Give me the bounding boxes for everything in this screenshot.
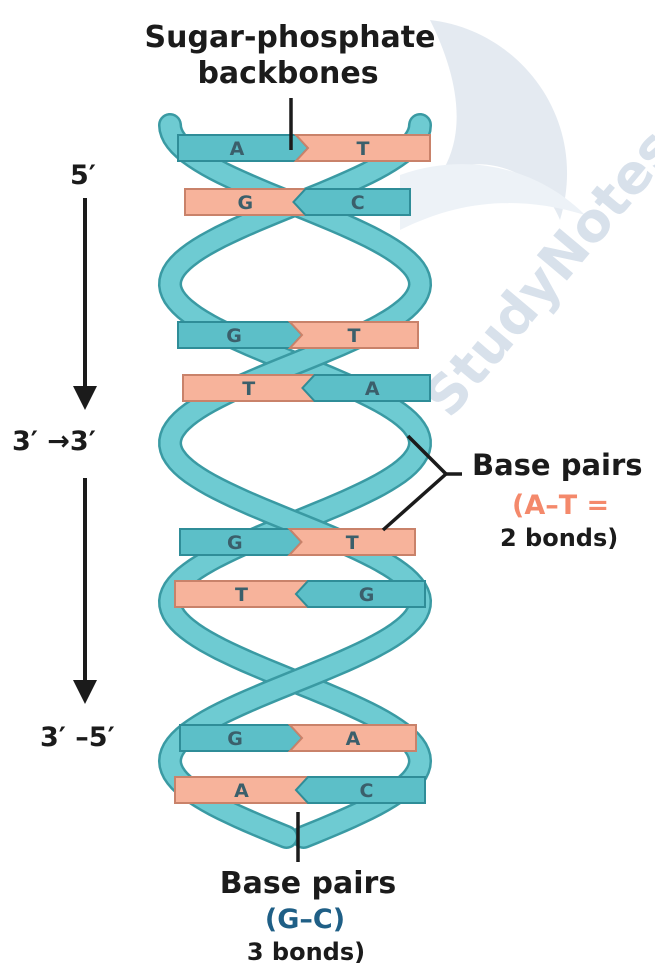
base-right-letter: C <box>360 780 374 802</box>
watermark: StudyNotes <box>400 20 655 428</box>
base-left-letter: G <box>227 728 243 750</box>
base-pairs-label-right: Base pairs <box>472 448 643 482</box>
at-bonds-label: 2 bonds) <box>500 524 618 552</box>
base-left-letter: A <box>230 138 245 160</box>
base-left-letter: T <box>242 378 255 400</box>
base-pairs-label-bottom: Base pairs <box>220 866 396 901</box>
three-to-three-label: 3′ →3′ <box>12 426 96 457</box>
three-five-label: 3′ –5′ <box>40 722 115 753</box>
gc-note-label: (G–C) <box>265 904 345 935</box>
base-right-letter: A <box>346 728 361 750</box>
five-prime-label: 5′ <box>70 160 96 191</box>
base-right-letter: T <box>348 325 361 347</box>
base-left-letter: A <box>234 780 249 802</box>
title-line-1: Sugar-phosphate <box>145 20 436 55</box>
title-line-2: backbones <box>197 56 378 91</box>
arrow-lower-head <box>73 680 97 704</box>
gc-bonds-label: 3 bonds) <box>247 938 365 966</box>
arrow-upper-head <box>73 386 97 410</box>
base-right-letter: G <box>359 584 375 606</box>
base-right-letter: T <box>346 532 359 554</box>
base-left-letter: T <box>235 584 248 606</box>
base-left-letter: G <box>227 532 243 554</box>
base-right-letter: T <box>357 138 370 160</box>
at-note-label: (A–T = <box>512 490 609 521</box>
base-left-letter: G <box>226 325 242 347</box>
base-right-letter: A <box>365 378 380 400</box>
base-left-letter: G <box>237 192 253 214</box>
base-right-letter: C <box>351 192 365 214</box>
